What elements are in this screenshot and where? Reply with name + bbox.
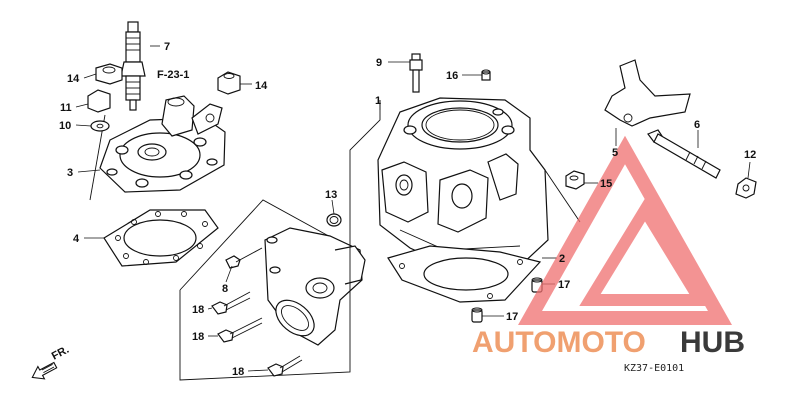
front-label: FR. bbox=[50, 344, 71, 363]
callouts: 7 14 11 10 3 4 14 8 18 18 18 13 9 16 1 1… bbox=[59, 41, 756, 378]
o-ring bbox=[326, 213, 342, 227]
callout-18-c: 18 bbox=[232, 366, 244, 378]
callout-4: 4 bbox=[73, 233, 80, 245]
callout-13: 13 bbox=[325, 189, 337, 201]
frame-left-upper bbox=[179, 199, 346, 291]
callout-9: 9 bbox=[376, 57, 382, 69]
callout-6: 6 bbox=[694, 119, 700, 131]
callout-12: 12 bbox=[744, 149, 756, 161]
callout-10: 10 bbox=[59, 120, 71, 132]
callout-16: 16 bbox=[446, 70, 458, 82]
callout-14-right: 14 bbox=[255, 80, 268, 92]
frame-left-lower bbox=[179, 290, 351, 381]
head-gasket bbox=[103, 209, 219, 267]
callout-11: 11 bbox=[60, 102, 72, 114]
callout-8: 8 bbox=[222, 283, 228, 295]
cap-nut-left bbox=[95, 63, 123, 85]
diagram-code: KZ37-E0101 bbox=[624, 363, 684, 374]
frame-cylinder-right bbox=[544, 169, 581, 223]
nut-12 bbox=[735, 177, 757, 199]
callout-3: 3 bbox=[67, 167, 73, 179]
bracket-5 bbox=[604, 59, 691, 127]
callout-2: 2 bbox=[559, 253, 565, 265]
callout-18-b: 18 bbox=[192, 331, 204, 343]
watermark-logo bbox=[518, 135, 732, 325]
base-gasket bbox=[387, 245, 542, 303]
callout-1: 1 bbox=[375, 95, 381, 107]
frame-cylinder bbox=[349, 100, 381, 340]
callout-7: 7 bbox=[164, 41, 170, 53]
callout-17-a: 17 bbox=[558, 279, 570, 291]
callout-18-a: 18 bbox=[192, 304, 204, 316]
front-direction-arrow bbox=[31, 361, 58, 380]
callout-5: 5 bbox=[612, 147, 618, 159]
bolt-18c bbox=[267, 355, 303, 377]
cap-nut-right bbox=[217, 71, 241, 95]
reference-label: F-23-1 bbox=[157, 69, 189, 81]
bolt-18a bbox=[211, 291, 251, 315]
washer-10 bbox=[90, 120, 110, 132]
nut-15 bbox=[565, 170, 585, 190]
dowel-16 bbox=[481, 69, 491, 81]
shaft-6 bbox=[647, 129, 721, 179]
watermark-text: AUTOMOTO HUB bbox=[472, 326, 745, 359]
dowel-17b bbox=[471, 307, 483, 323]
callout-17-b: 17 bbox=[506, 311, 518, 323]
callout-15: 15 bbox=[600, 178, 612, 190]
cap-nut-11 bbox=[87, 89, 111, 113]
watermark-part2: HUB bbox=[680, 326, 745, 359]
callout-14-left: 14 bbox=[67, 73, 80, 85]
cylinder bbox=[377, 97, 549, 271]
cylinder-head bbox=[99, 95, 226, 193]
bolt-8 bbox=[225, 247, 263, 269]
bolt-18b bbox=[217, 317, 263, 343]
spark-plug bbox=[120, 21, 146, 111]
stud-bolt bbox=[409, 53, 423, 93]
watermark-part1: AUTOMOTO bbox=[472, 326, 646, 359]
